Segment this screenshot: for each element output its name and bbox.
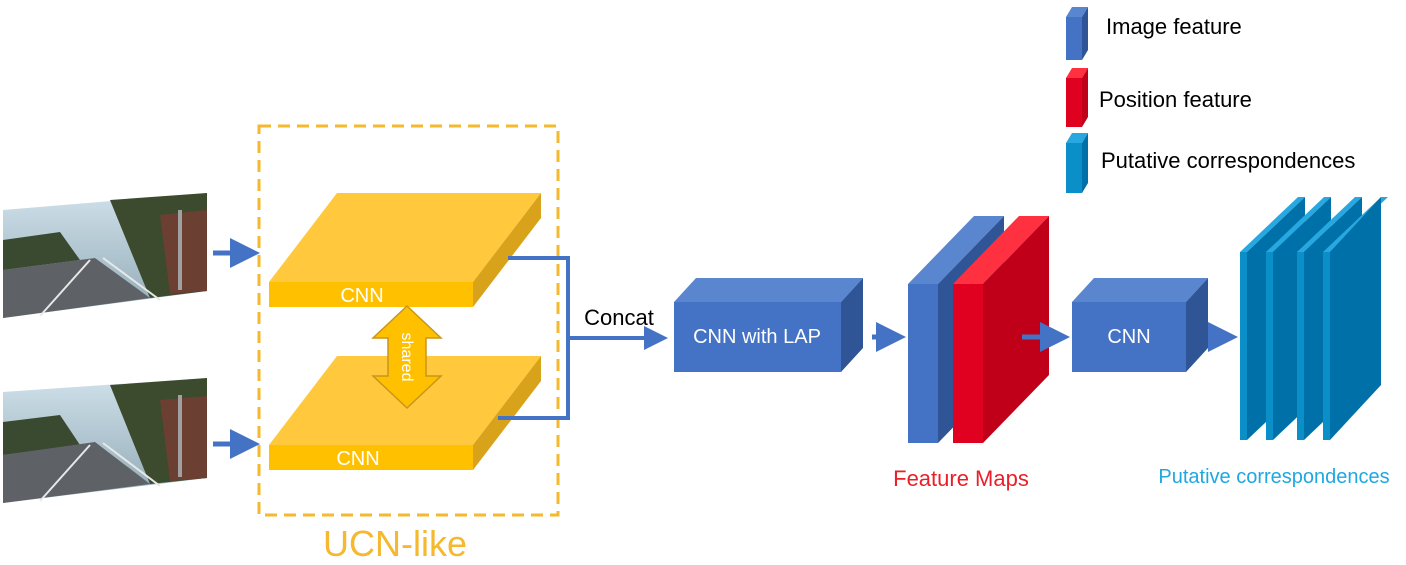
- legend-putative-swatch: [1066, 143, 1082, 193]
- putative-label: Putative correspondences: [1158, 466, 1389, 488]
- input-image-top: [3, 193, 207, 318]
- concat-line-bottom: [498, 338, 570, 420]
- ucn-box: [257, 124, 560, 517]
- legend-putative-label: Putative correspondences: [1101, 148, 1355, 173]
- input-image-bottom: [3, 378, 207, 503]
- shared-label: shared: [398, 333, 415, 382]
- ucn-label: UCN-like: [323, 523, 467, 564]
- shared-double-arrow: shared: [371, 304, 443, 410]
- legend-image-feature: Image feature: [1066, 7, 1242, 60]
- concat-line-top: [508, 256, 570, 338]
- legend-putative: Putative correspondences: [1066, 133, 1355, 193]
- putative-layer-4: [1323, 197, 1388, 440]
- feature-maps-label: Feature Maps: [893, 466, 1029, 491]
- cnn-label: CNN: [1107, 326, 1150, 348]
- feature-maps: [908, 216, 1049, 443]
- legend-image-feature-swatch: [1066, 17, 1082, 60]
- cnn-top-label: CNN: [340, 285, 383, 307]
- legend-position-feature: Position feature: [1066, 68, 1252, 127]
- legend-image-feature-label: Image feature: [1106, 14, 1242, 39]
- cnn-lap-label: CNN with LAP: [693, 326, 821, 348]
- legend-position-feature-label: Position feature: [1099, 87, 1252, 112]
- concat-label: Concat: [584, 305, 654, 330]
- legend: Image feature Position feature Putative …: [1066, 7, 1355, 193]
- position-feature-map: [953, 216, 1049, 443]
- cnn-bottom-label: CNN: [336, 448, 379, 470]
- legend-position-feature-swatch: [1066, 78, 1082, 127]
- cnn-block: CNN: [1072, 278, 1208, 372]
- cnn-block-top: CNN: [269, 193, 541, 307]
- putative-stack: [1240, 197, 1388, 440]
- cnn-lap-block: CNN with LAP: [674, 278, 863, 372]
